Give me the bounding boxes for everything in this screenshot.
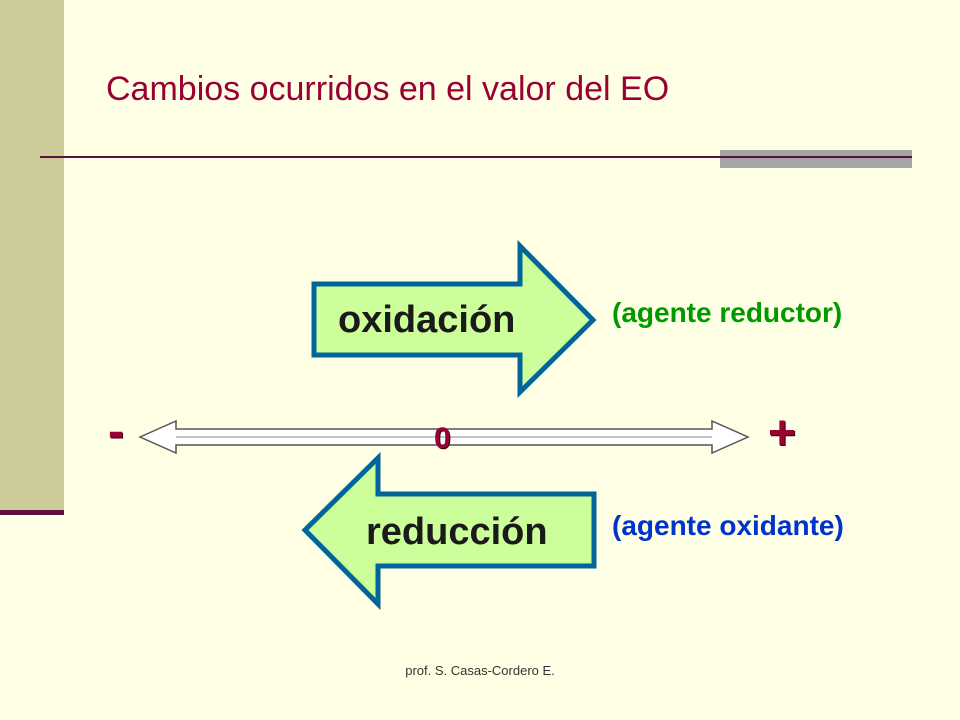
slide-title: Cambios ocurridos en el valor del EO xyxy=(106,70,670,108)
oxidation-label: oxidación xyxy=(338,299,516,341)
title-rule xyxy=(40,156,912,158)
left-decorative-band xyxy=(0,0,64,510)
oxidizing-agent-label: (agente oxidante) xyxy=(612,510,844,541)
oxidation-arrow xyxy=(311,239,597,398)
left-band-underline xyxy=(0,510,64,515)
zero-label: 0 xyxy=(434,422,451,455)
title-rule-accent-bar xyxy=(720,150,912,168)
minus-sign: - xyxy=(108,405,124,458)
reduction-arrow xyxy=(301,452,597,611)
reducing-agent-label: (agente reductor) xyxy=(612,297,843,328)
footer-author: prof. S. Casas-Cordero E. xyxy=(405,663,555,678)
title-rule-accent-line xyxy=(720,156,912,158)
plus-sign: + xyxy=(768,407,797,460)
reduction-label: reducción xyxy=(366,511,548,553)
